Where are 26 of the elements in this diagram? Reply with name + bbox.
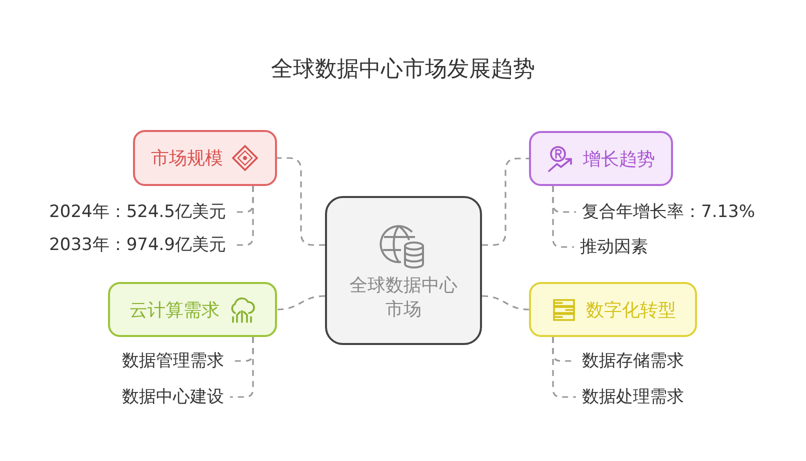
topic-box	[133, 130, 277, 186]
central-label: 全球数据中心市场	[350, 274, 458, 320]
item-text: 数据存储需求	[582, 350, 684, 372]
topic-label: 市场规模	[151, 147, 223, 170]
item-text: 2024年：524.5亿美元	[49, 201, 226, 223]
item-text: 数据管理需求	[122, 350, 224, 372]
connector-line	[277, 157, 325, 246]
item-text: 推动因素	[580, 236, 648, 258]
connector-line	[482, 158, 529, 246]
item-text: 数据中心建设	[122, 386, 224, 408]
central-box	[325, 196, 482, 345]
item-text: 数据处理需求	[582, 386, 684, 408]
connector-line	[276, 295, 326, 310]
topic-box	[529, 131, 673, 186]
topic-box	[108, 282, 277, 337]
connector-line	[552, 337, 576, 398]
connector-line	[230, 337, 254, 398]
connector-line	[552, 186, 574, 248]
item-text: 复合年增长率：7.13%	[582, 201, 756, 223]
connector-line	[482, 295, 530, 310]
title: 全球数据中心市场发展趋势	[271, 57, 535, 82]
topic-label: 云计算需求	[130, 298, 220, 322]
item-text: 2033年：974.9亿美元	[49, 234, 226, 256]
topic-label: 数字化转型	[586, 298, 676, 322]
topic-box	[529, 282, 697, 337]
topic-label: 增长趋势	[583, 148, 655, 170]
